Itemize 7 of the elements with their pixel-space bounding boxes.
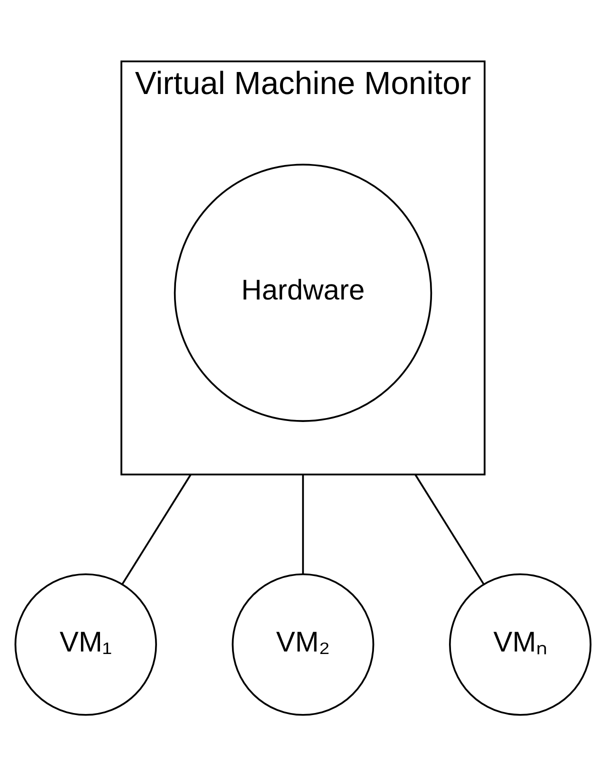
node-circle: VM₁	[14, 572, 157, 716]
connector	[122, 474, 192, 584]
connector	[414, 474, 484, 584]
node-circle: VMₙ	[449, 572, 592, 716]
node-circle: Hardware	[174, 163, 432, 422]
connector	[302, 474, 304, 574]
node-circle: VM₂	[232, 572, 374, 716]
